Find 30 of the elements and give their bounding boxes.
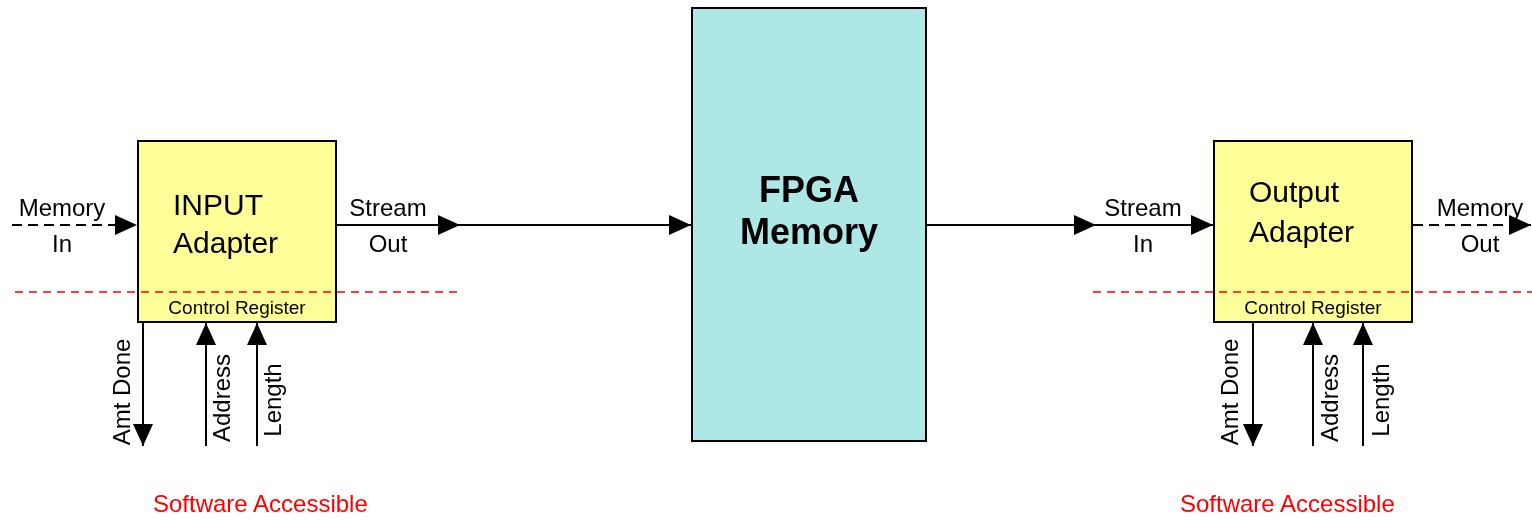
- arrow: [1243, 322, 1263, 447]
- block-title: INPUT Adapter: [173, 187, 280, 261]
- signal-label: Length: [1367, 363, 1394, 437]
- block-title: FPGA Memory: [738, 169, 879, 253]
- arrow: [1303, 322, 1323, 447]
- arrow: [196, 322, 216, 447]
- note-text: Software Accessible: [1180, 490, 1395, 518]
- block-subtitle: Control Register: [167, 297, 307, 319]
- signal-label: Amt Done: [1216, 338, 1243, 446]
- arrow: [247, 322, 267, 447]
- signal-label: Stream In: [1103, 193, 1183, 259]
- signal-label: Memory In: [17, 193, 107, 259]
- signal-label: Memory Out: [1435, 193, 1525, 259]
- signal-label: Address: [209, 354, 235, 442]
- signal-label: Stream Out: [348, 193, 428, 259]
- adapter-block: [137, 140, 337, 323]
- signal-label: Address: [1317, 354, 1343, 442]
- signal-label: Length: [259, 363, 286, 437]
- arrow: [133, 322, 153, 447]
- adapter-block: [1213, 140, 1413, 323]
- note-text: Software Accessible: [153, 490, 368, 518]
- memory-block: [691, 7, 927, 442]
- arrow: [1412, 215, 1532, 235]
- block-title: Output Adapter: [1249, 174, 1356, 250]
- arrow: [926, 215, 1214, 235]
- signal-label: Amt Done: [108, 338, 135, 446]
- arrow: [336, 215, 692, 235]
- arrow: [1353, 322, 1373, 447]
- block-subtitle: Control Register: [1243, 297, 1383, 319]
- arrow: [11, 215, 138, 235]
